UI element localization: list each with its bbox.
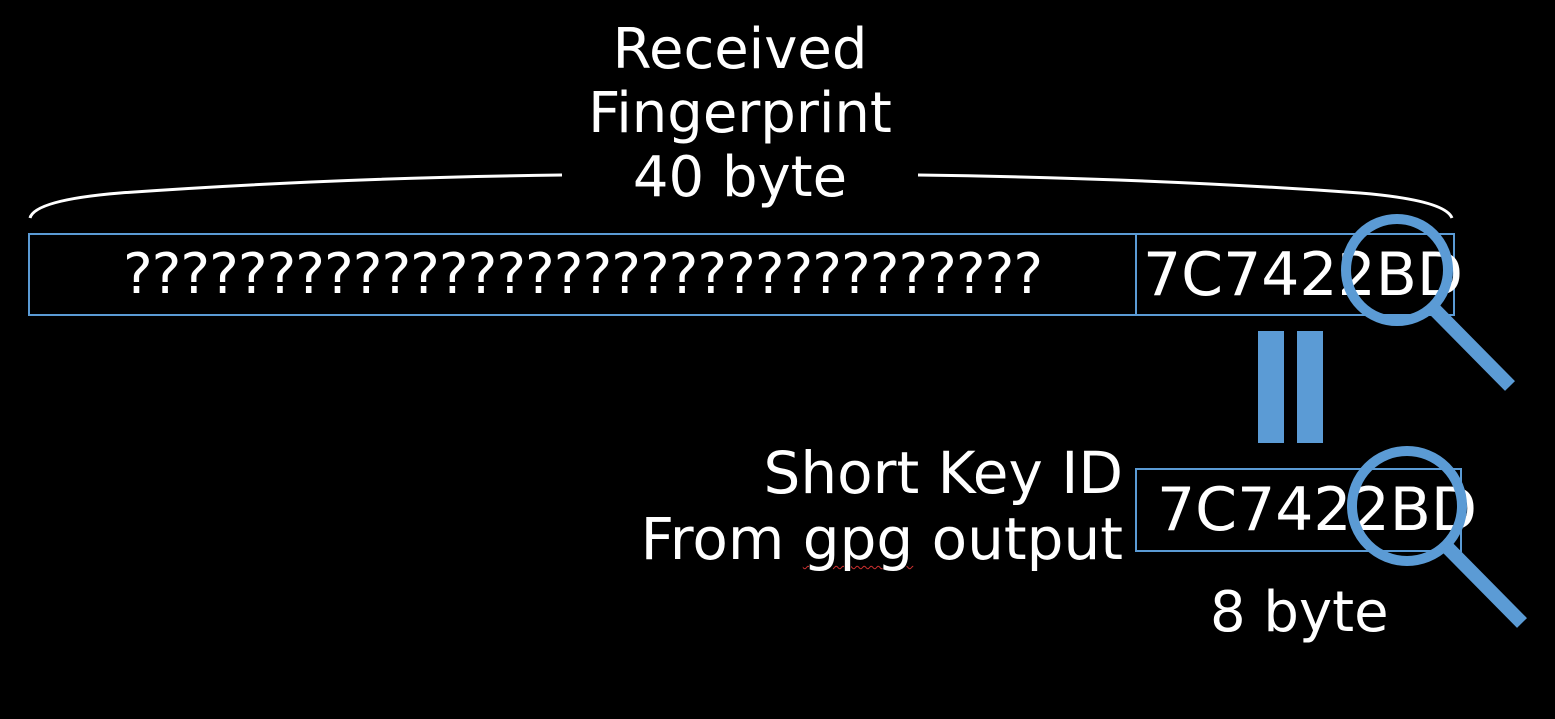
short-key-label: Short Key ID From gpg output: [641, 440, 1123, 572]
label-prefix: From: [640, 505, 803, 573]
fingerprint-tail-box: 7C7422BD: [1135, 233, 1463, 316]
short-key-box: 7C7422BD: [1135, 468, 1477, 552]
fingerprint-unknown-text: ????????????????????????????????: [122, 242, 1043, 307]
short-key-text: 7C7422BD: [1157, 475, 1478, 545]
fingerprint-unknown-box: ????????????????????????????????: [28, 233, 1137, 316]
title-line-received: Received: [612, 17, 868, 82]
short-key-size: 8 byte: [1210, 580, 1389, 645]
fingerprint-title: Received Fingerprint 40 byte: [540, 18, 940, 210]
short-key-label-line1: Short Key ID: [763, 439, 1123, 507]
equals-icon: [1258, 331, 1323, 443]
short-key-label-line2: From gpg output: [641, 506, 1123, 572]
title-line-size: 40 byte: [632, 145, 848, 210]
label-suffix: output: [913, 505, 1123, 573]
fingerprint-tail-text: 7C7422BD: [1143, 239, 1464, 310]
title-line-fingerprint: Fingerprint: [588, 81, 892, 146]
spellcheck-word: gpg: [802, 505, 914, 573]
